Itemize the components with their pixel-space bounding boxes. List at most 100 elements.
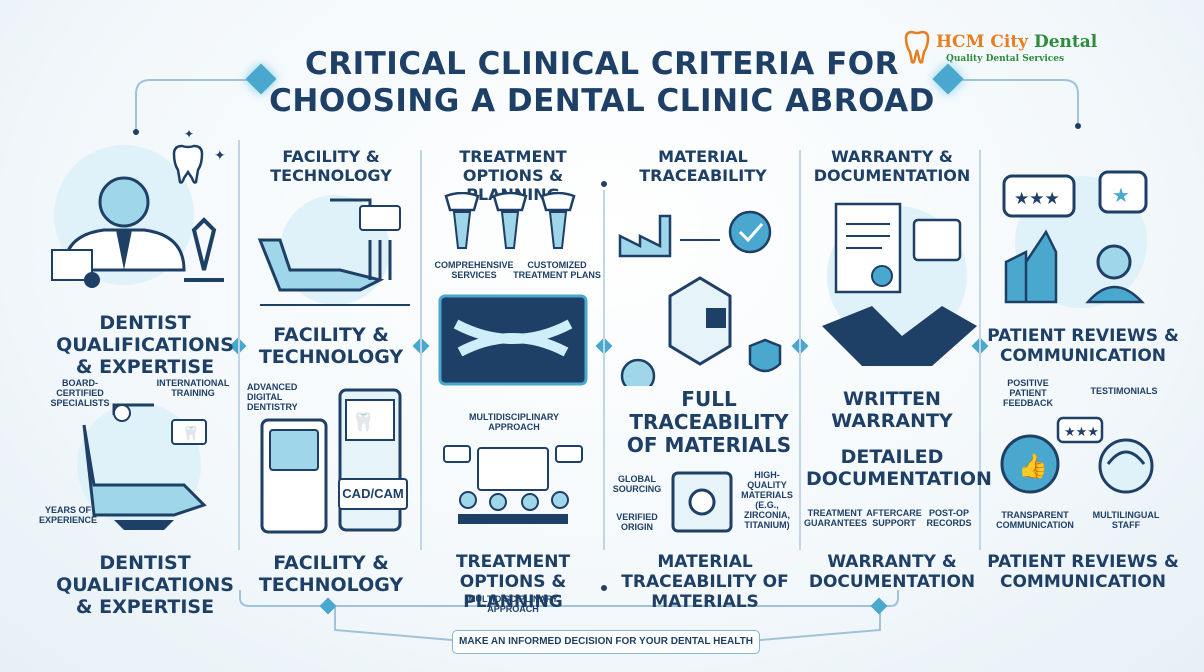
person-icon (489, 493, 507, 511)
certificate-icon (51, 249, 93, 281)
logo-tagline: Quality Dental Services (946, 54, 1065, 64)
headset-icon (1098, 438, 1154, 494)
label-global-sourcing: GLOBAL SOURCING (612, 474, 662, 494)
seal-icon (84, 272, 100, 288)
title-line-2: CHOOSING A DENTAL CLINIC ABROAD (269, 83, 935, 119)
dentist-illustration: ✦ ✦ (51, 130, 226, 288)
tooth-icon: 🦷 (182, 425, 199, 442)
page-title: CRITICAL CLINICAL CRITERIA FOR CHOOSING … (200, 46, 1004, 120)
col1-bottom-title: DENTIST QUALIFICATIONS & EXPERTISE (56, 552, 234, 618)
rating-bubble-icon (1056, 416, 1104, 444)
tooth-logo-icon (904, 30, 930, 64)
col5-mid-title: WRITTEN WARRANTY (831, 388, 953, 432)
col4-bottom-title: MATERIAL TRACEABILITY OF MATERIALS (621, 552, 789, 612)
presentation-screen-icon (477, 447, 549, 491)
svg-text:👍: 👍 (1018, 452, 1048, 480)
chat-bubble-icon (555, 445, 583, 463)
logo-name-part2: Dental (1033, 32, 1098, 52)
cadcam-illustration: 🦷 (260, 388, 402, 534)
person-icon (459, 491, 477, 509)
dentist-head-icon (98, 176, 150, 228)
column-divider (238, 140, 240, 550)
label-comprehensive: COMPREHENSIVE SERVICES (434, 260, 514, 280)
qr-code-icon (706, 308, 726, 328)
logo-name: HCM City Dental (936, 32, 1097, 52)
microscope-icon (184, 217, 224, 282)
communication-illustration: 👍 ★★★ (1000, 416, 1154, 494)
review-bubble-icon (1002, 174, 1076, 218)
label-aftercare-support: AFTERCARE SUPPORT (866, 508, 922, 528)
label-transparent-communication: TRANSPARENT COMMUNICATION (996, 510, 1074, 530)
warranty-illustration (822, 202, 977, 366)
implants-illustration (444, 192, 576, 249)
tooth-icon (172, 144, 204, 184)
reviews-illustration: ★★★ ★ (1002, 170, 1148, 308)
col5-bottom-title: WARRANTY & DOCUMENTATION (808, 552, 976, 592)
handshake-icon (822, 306, 977, 366)
label-testimonials: TESTIMONIALS (1090, 386, 1158, 396)
cadcam-screen-label: CAD/CAM (338, 478, 408, 510)
logo-name-part1: HCM City (936, 32, 1034, 52)
traceability-illustration (618, 210, 782, 386)
sparkle-icon: ✦ (214, 147, 226, 163)
factory-icon (618, 214, 672, 258)
label-high-quality: HIGH-QUALITY MATERIALS (e.g., Zirconia, … (741, 470, 793, 530)
certified-badge-icon (728, 210, 772, 254)
implant-icon (444, 192, 480, 249)
dental-chair-icon (82, 424, 207, 517)
person-icon (521, 493, 539, 511)
col5-mid-title2: DETAILED DOCUMENTATION (806, 446, 992, 490)
col3-bottom-sub: MULTIDISCIPLINARY APPROACH (468, 594, 558, 614)
instrument-tray-icon (368, 240, 392, 280)
package-icon (668, 276, 732, 366)
label-years-experience: YEARS OF EXPERIENCE (38, 505, 98, 525)
dental-chair-icon (257, 238, 385, 292)
clinic-logo: HCM City Dental Quality Dental Services (902, 30, 1097, 70)
title-line-1: CRITICAL CLINICAL CRITERIA FOR (305, 46, 899, 82)
col6-mid-title: PATIENT REVIEWS & COMMUNICATION (987, 326, 1179, 366)
sparkle-icon: ✦ (184, 130, 194, 141)
thumbs-up-bubble-icon (1000, 434, 1060, 494)
dental-chair-illustration: 🦷 (77, 403, 207, 530)
footer-message: MAKE AN INFORMED DECISION FOR YOUR DENTA… (452, 630, 760, 654)
col2-mid-title: FACILITY & TECHNOLOGY (258, 324, 404, 368)
monitor-icon (171, 419, 207, 445)
label-advanced-digital: ADVANCED DIGITAL DENTISTRY (247, 382, 298, 412)
team-meeting-illustration (443, 445, 583, 524)
implant-icon (492, 192, 528, 249)
label-multidisciplinary: MULTIDISCIPLINARY APPROACH (469, 412, 559, 432)
vault-illustration (671, 471, 733, 533)
label-customized: CUSTOMIZED TREATMENT PLANS (513, 260, 601, 280)
label-international-training: INTERNATIONAL TRAINING (156, 378, 230, 398)
globe-icon (620, 358, 656, 386)
col6-bottom-title: PATIENT REVIEWS & COMMUNICATION (987, 552, 1179, 592)
col4-header: MATERIAL TRACEABILITY (639, 147, 767, 185)
column-divider (979, 150, 981, 550)
seal-icon (871, 265, 893, 287)
thumbs-up-icon (1004, 229, 1058, 304)
monitor-icon (359, 205, 401, 231)
col3-bottom-title: TREATMENT OPTIONS & PLANNING (455, 552, 571, 612)
person-icon (551, 491, 569, 509)
column-divider (799, 150, 801, 550)
xray-panel (438, 294, 588, 386)
star-icon: ★ (1112, 185, 1130, 207)
col2-bottom-title: FACILITY & TECHNOLOGY (258, 552, 404, 596)
label-post-op-records: POST-OP RECORDS (926, 508, 972, 528)
chat-bubble-icon (443, 445, 471, 463)
lower-teeth-icon (457, 333, 569, 357)
label-board-certified: BOARD-CERTIFIED SPECIALISTS (50, 378, 110, 408)
column-divider (603, 190, 605, 550)
stars-icon: ★★★ (1014, 189, 1060, 208)
star-bubble-icon (1098, 170, 1148, 214)
support-agent-icon (1096, 244, 1132, 280)
label-multilingual-staff: MULTILINGUAL STAFF (1092, 510, 1160, 530)
col5-header: WARRANTY & DOCUMENTATION (813, 147, 971, 185)
label-verified-origin: VERIFIED ORIGIN (616, 512, 658, 532)
label-treatment-guarantees: TREATMENT GUARANTEES (804, 508, 868, 528)
col4-mid-title: FULL TRACEABILITY OF MATERIALS (626, 387, 792, 457)
column-divider (420, 150, 422, 550)
implant-icon (540, 192, 576, 249)
col1-top-title: DENTIST QUALIFICATIONS & EXPERTISE (56, 312, 234, 378)
